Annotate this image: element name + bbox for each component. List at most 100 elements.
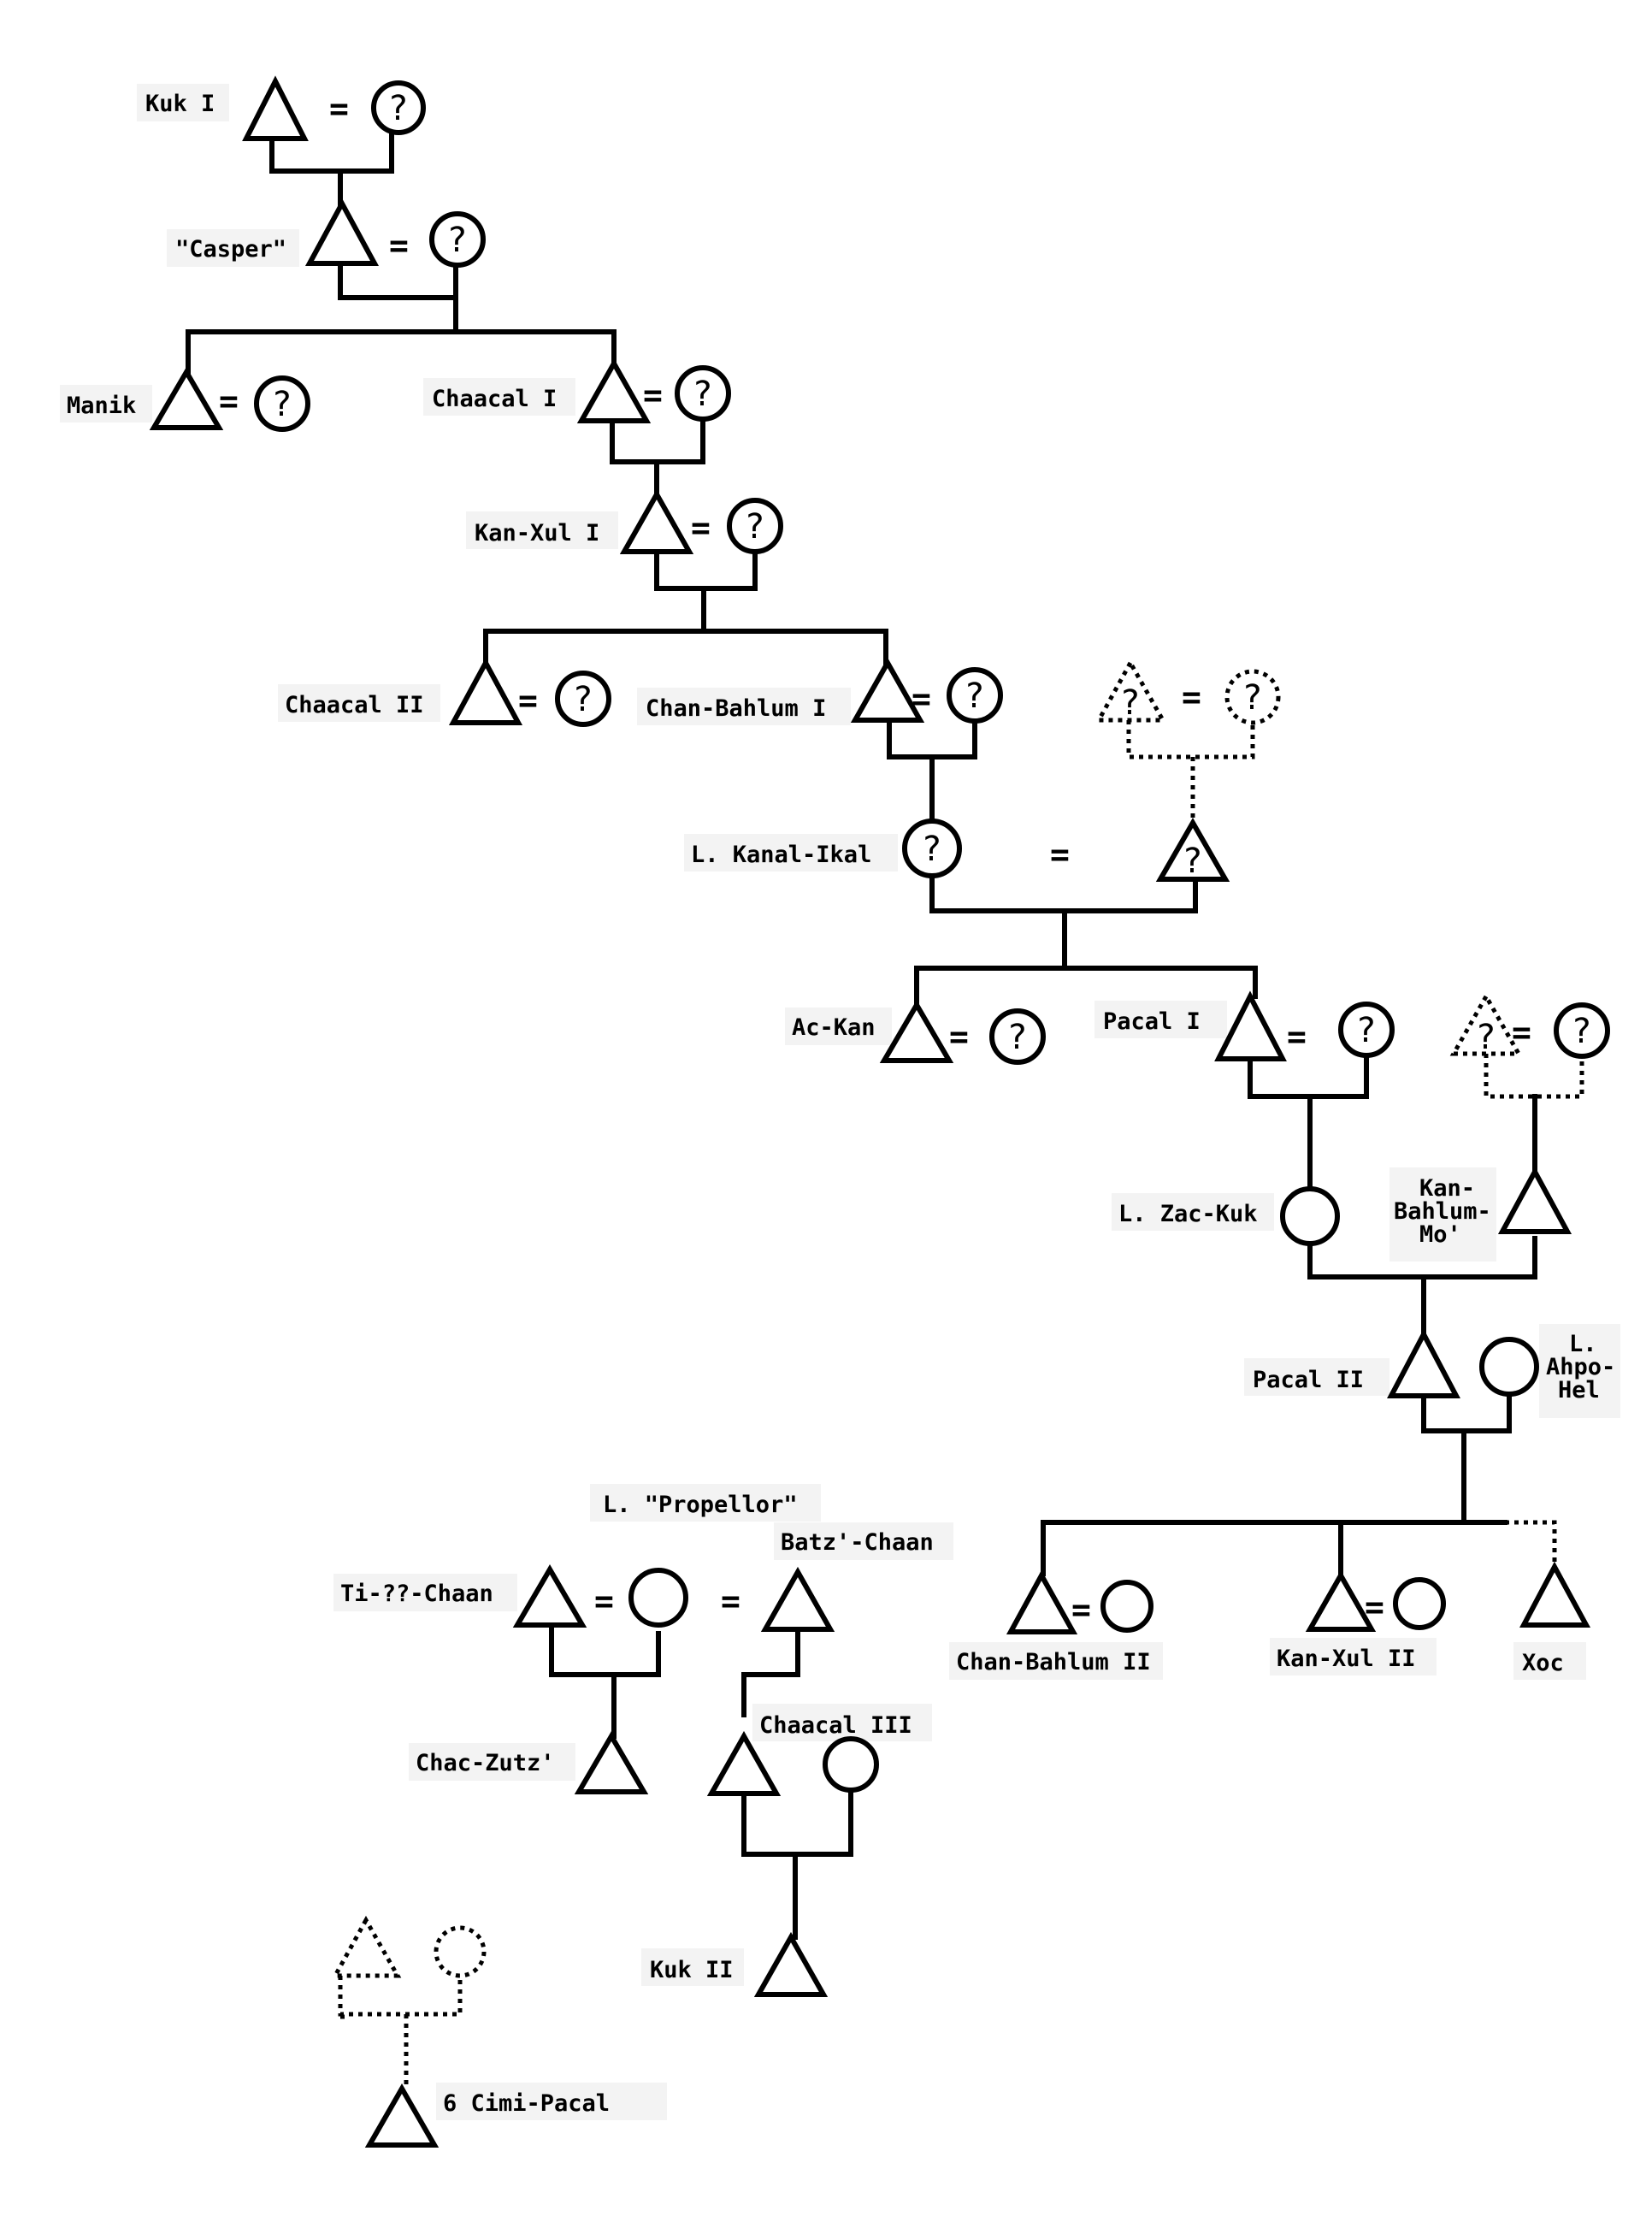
male-triangle-icon: [753, 1931, 829, 1997]
person-kan-xul-ii: = Kan-Xul II: [1270, 1569, 1446, 1675]
person-label: Chan-Bahlum I: [646, 695, 826, 722]
marriage-sign: =: [389, 227, 409, 264]
person-kan-xul-i-spouse: ?: [727, 498, 783, 554]
person-manik: Manik: [60, 367, 224, 430]
marriage-sign: =: [1182, 678, 1201, 716]
person-chaacal-ii-spouse: ?: [555, 671, 611, 727]
person-label: Ti-??-Chaan: [340, 1581, 493, 1607]
female-circle-icon: [555, 671, 611, 727]
person-chaacal-iii: Chaacal III: [706, 1704, 932, 1796]
person-label: Chaacal I: [432, 386, 557, 412]
female-circle-icon: [254, 375, 310, 432]
male-triangle-dotted-icon: [1094, 658, 1167, 723]
person-pacal-i: Pacal I: [1094, 990, 1287, 1061]
person-label: Chan-Bahlum II: [956, 1649, 1151, 1675]
female-circle-icon: [371, 80, 426, 135]
person-l-propellor: L. "Propellor": [590, 1484, 821, 1628]
marriage-sign: =: [949, 1018, 969, 1055]
person-label: Kuk I: [145, 91, 215, 117]
marriage-sign: =: [219, 382, 239, 420]
male-triangle-icon: [1497, 1166, 1572, 1234]
person-kan-xul-i: Kan-Xul I: [466, 488, 694, 554]
unknown-mark: ?: [1008, 1018, 1026, 1057]
person-label: L. "Propellor": [603, 1492, 798, 1518]
female-circle-icon: [989, 1008, 1046, 1065]
marriage-sign: =: [691, 509, 711, 547]
person-label: Kan-Xul I: [475, 520, 599, 547]
person-kuk-i: Kuk I: [137, 75, 309, 141]
marriage-sign: =: [518, 682, 538, 719]
person-label: Kan-Xul II: [1277, 1646, 1416, 1672]
male-triangle-icon: [850, 657, 925, 723]
person-label: "Casper": [175, 236, 286, 263]
marriage-sign: =: [1071, 1591, 1091, 1628]
male-triangle-icon: [304, 198, 380, 266]
male-triangle-dotted-icon: [331, 1915, 402, 1978]
male-triangle-icon: [619, 488, 694, 554]
person-label: Chaacal III: [759, 1712, 912, 1739]
female-circle-icon: [947, 667, 1003, 724]
person-ti-chaan: Ti-??-Chaan: [333, 1564, 587, 1628]
person-label: 6 Cimi-Pacal: [443, 2090, 610, 2117]
unknown-mark: ?: [965, 677, 983, 716]
female-circle-icon: [675, 365, 731, 422]
female-circle-icon: [823, 1736, 879, 1793]
male-triangle-icon: [879, 1000, 954, 1063]
person-kuk-ii: Kuk II: [641, 1931, 829, 1997]
female-circle-dotted-icon: [434, 1925, 487, 1978]
person-chaacal-ii: Chaacal II: [278, 657, 523, 725]
person-kanal-ikal-husband: ?: [1155, 817, 1230, 882]
person-label: Chaacal II: [285, 692, 424, 718]
person-ac-kan-spouse: ?: [989, 1008, 1046, 1065]
uncertain-father-3: [331, 1915, 402, 1978]
descent-lines: [186, 133, 1537, 1940]
unknown-mark: ?: [1357, 1011, 1375, 1050]
female-circle-icon: [1393, 1577, 1446, 1630]
person-label: Batz'-Chaan: [781, 1529, 934, 1556]
person-label-line: Mo': [1419, 1221, 1461, 1248]
male-triangle-icon: [1305, 1569, 1377, 1632]
uncertain-mother: ?: [1224, 669, 1281, 725]
person-kuk-i-spouse: ?: [371, 80, 426, 135]
male-triangle-icon: [706, 1730, 782, 1796]
unknown-mark: ?: [448, 221, 466, 260]
person-chan-bahlum-i-spouse: ?: [947, 667, 1003, 724]
person-xoc: Xoc: [1513, 1561, 1591, 1680]
female-circle-icon: [1338, 1002, 1395, 1058]
unknown-mark: ?: [1572, 1012, 1590, 1051]
person-label: Kuk II: [650, 1957, 734, 1983]
person-label: Pacal II: [1253, 1367, 1364, 1393]
unknown-mark: ?: [1477, 1018, 1495, 1057]
person-chaacal-i: Chaacal I: [423, 358, 652, 423]
female-circle-icon: [727, 498, 783, 554]
female-circle-dotted-icon: [1224, 669, 1281, 725]
person-casper-spouse: ?: [429, 211, 486, 268]
person-manik-spouse: ?: [254, 375, 310, 432]
person-pacal-ii: Pacal II: [1244, 1328, 1460, 1398]
male-triangle-icon: [1006, 1569, 1078, 1634]
person-label: Ac-Kan: [792, 1014, 876, 1041]
unknown-mark: ?: [923, 830, 941, 869]
person-label-line: Bahlum-: [1394, 1198, 1491, 1225]
male-triangle-icon: [149, 367, 224, 430]
male-triangle-icon: [448, 657, 523, 725]
person-label-line: L.: [1569, 1331, 1597, 1357]
unknown-mark: ?: [389, 89, 407, 128]
unknown-mark: ?: [273, 385, 291, 424]
person-l-zac-kuk: L. Zac-Kuk: [1112, 1186, 1340, 1246]
uncertain-mother-3: [434, 1925, 487, 1978]
male-triangle-icon: [512, 1564, 587, 1628]
person-label-line: Ahpo-: [1546, 1354, 1615, 1380]
uncertain-father: ?: [1094, 658, 1167, 723]
person-chan-bahlum-ii: = Chan-Bahlum II: [949, 1569, 1163, 1680]
unknown-mark: ?: [574, 680, 592, 719]
marriage-sign: =: [1050, 836, 1070, 873]
male-triangle-icon: [242, 75, 309, 141]
person-label: L. Zac-Kuk: [1118, 1201, 1258, 1227]
female-circle-icon: [429, 211, 486, 268]
person-chan-bahlum-i: Chan-Bahlum I: [637, 657, 925, 725]
male-triangle-icon: [1519, 1561, 1591, 1628]
person-l-ahpo-hel: L. Ahpo- Hel: [1479, 1324, 1620, 1418]
marriage-sign: =: [329, 90, 349, 127]
